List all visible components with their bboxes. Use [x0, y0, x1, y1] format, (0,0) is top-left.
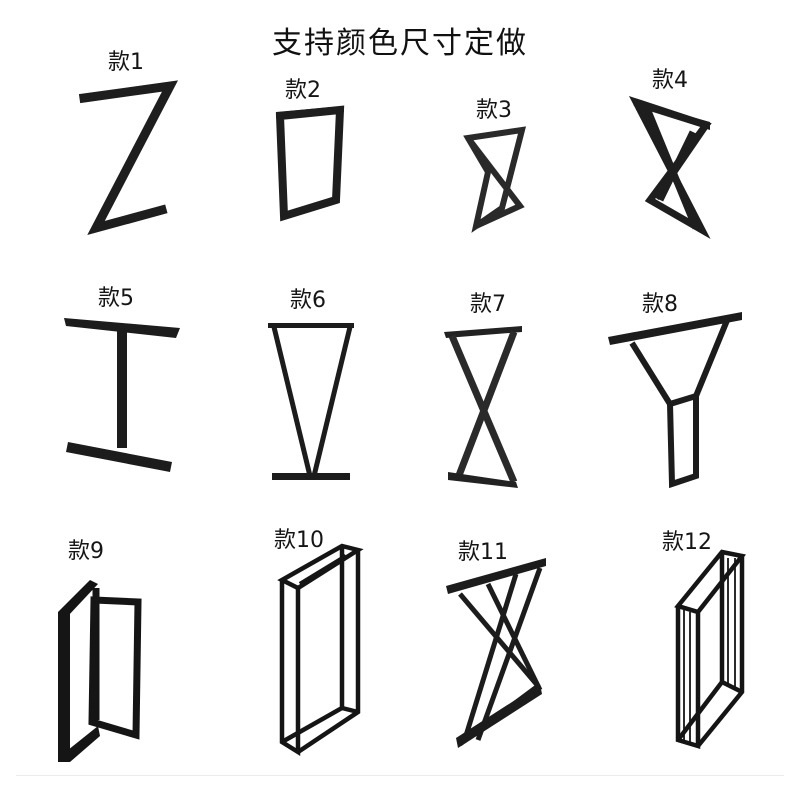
style-label: 款8 — [642, 292, 678, 317]
page-title: 支持颜色尺寸定做 — [272, 26, 528, 61]
style-label: 款7 — [470, 292, 506, 317]
style-label: 款3 — [476, 98, 512, 123]
style-label: 款10 — [274, 528, 324, 553]
style-label: 款1 — [108, 50, 144, 75]
style-label: 款2 — [285, 78, 321, 103]
style-label: 款12 — [662, 530, 712, 555]
style-label: 款9 — [68, 539, 104, 564]
bottom-divider — [16, 775, 784, 776]
style-label: 款11 — [458, 540, 508, 565]
style-label: 款4 — [652, 68, 688, 93]
style-label: 款6 — [290, 288, 326, 313]
style-label: 款5 — [98, 286, 134, 311]
